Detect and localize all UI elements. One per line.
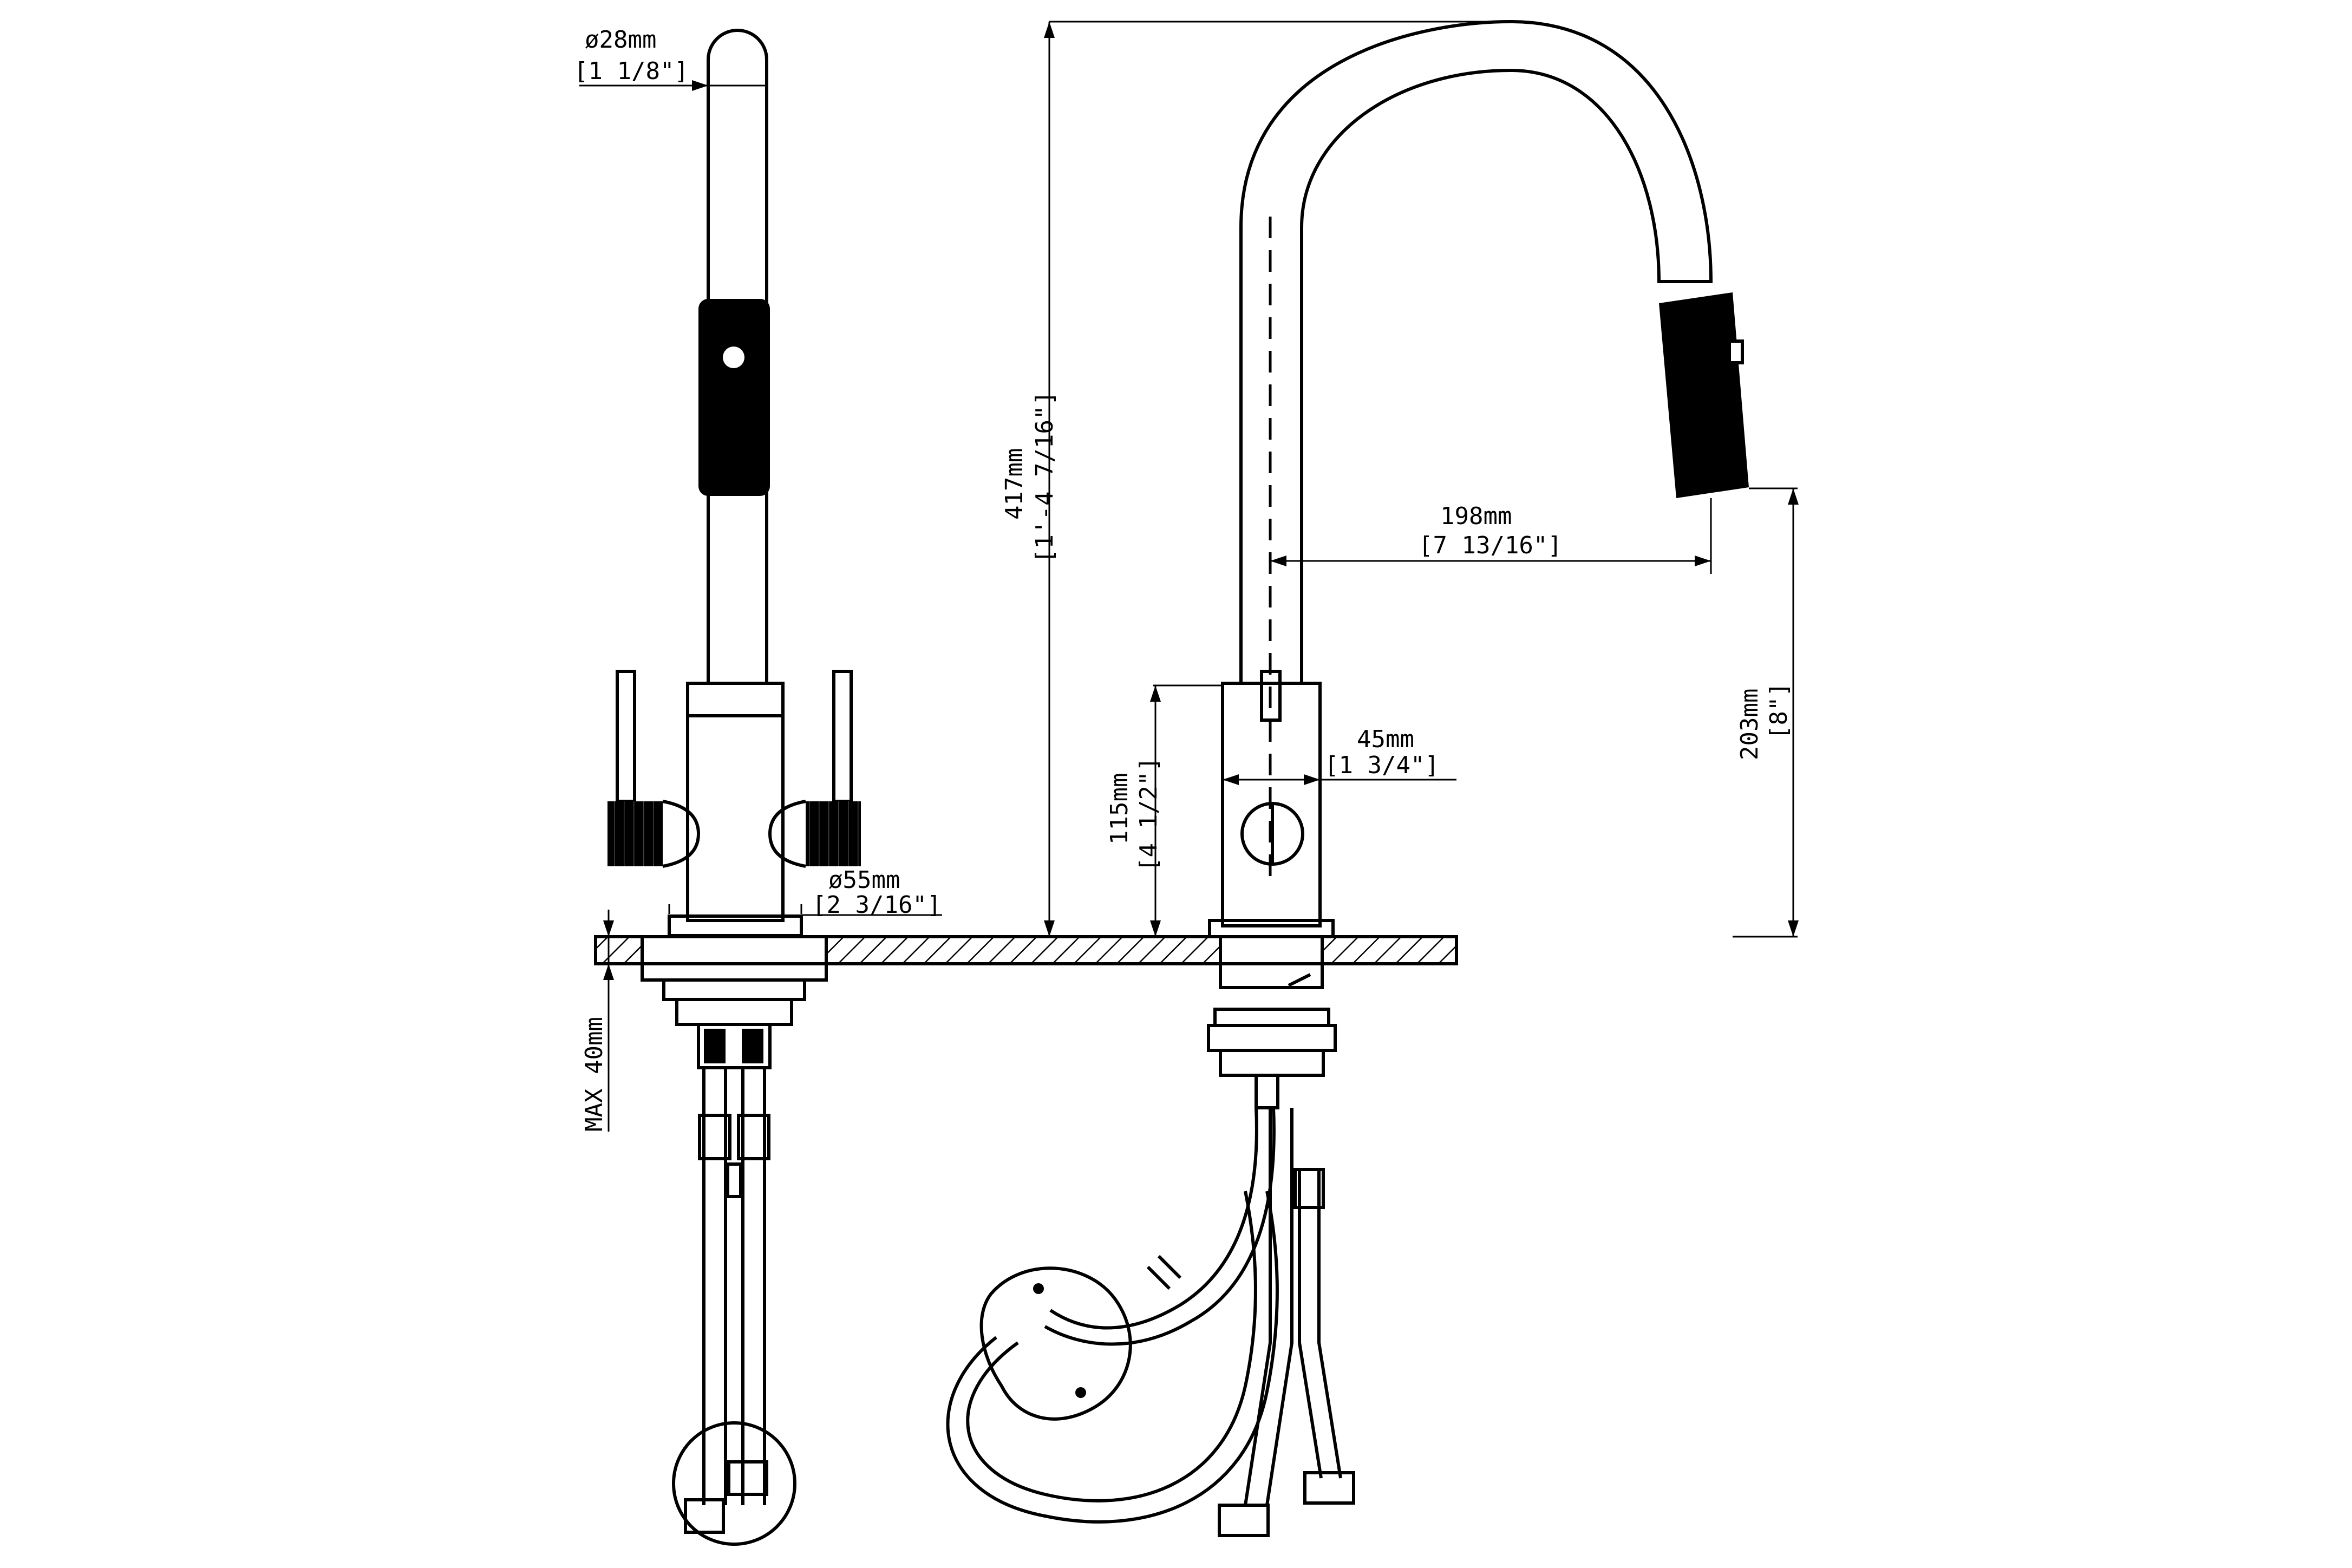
body-width-in-label: [1 3/4"] <box>1324 752 1439 779</box>
reach-mm-label: 198mm <box>1440 502 1512 530</box>
dimension-labels: ø28mm [1 1/8"] ø55mm [2 3/16"] MAX 40mm … <box>574 26 1793 1132</box>
side-right-handle <box>768 670 861 868</box>
spray-diameter-in-label: [1 1/8"] <box>574 57 689 85</box>
side-spout-tube <box>707 29 768 683</box>
spout-height-in-label: [8"] <box>1765 682 1793 740</box>
side-supply-hoses <box>672 1068 796 1546</box>
hose-weight <box>979 1255 1182 1421</box>
handle-height-mm-label: 115mm <box>1106 773 1133 845</box>
front-view <box>946 19 1749 1537</box>
front-faucet-body <box>1208 670 1335 938</box>
front-supply-lines <box>1218 1108 1355 1537</box>
body-width-mm-label: 45mm <box>1357 726 1414 753</box>
base-diameter-mm-label: ø55mm <box>828 866 900 894</box>
spray-diameter-mm-label: ø28mm <box>585 26 656 54</box>
side-spray-head <box>698 299 770 496</box>
side-view <box>607 29 861 1546</box>
front-pullout-hose <box>946 1107 1279 1524</box>
front-gooseneck-spout <box>1239 19 1713 877</box>
base-diameter-in-label: [2 3/16"] <box>812 891 941 919</box>
side-left-handle <box>607 670 701 868</box>
countertop-section <box>594 935 1458 965</box>
reach-in-label: [7 13/16"] <box>1419 532 1562 559</box>
spout-height-mm-label: 203mm <box>1736 689 1763 760</box>
dimension-lines <box>579 21 1799 1132</box>
front-mounting-hardware <box>1207 962 1337 1109</box>
front-spray-head <box>1659 292 1749 498</box>
deck-max-label: MAX 40mm <box>580 1017 608 1132</box>
handle-height-in-label: [4 1/2"] <box>1135 757 1162 872</box>
side-mounting-hardware <box>641 962 828 1069</box>
total-height-mm-label: 417mm <box>1001 448 1028 520</box>
total-height-in-label: [1'-4 7/16"] <box>1031 391 1059 563</box>
